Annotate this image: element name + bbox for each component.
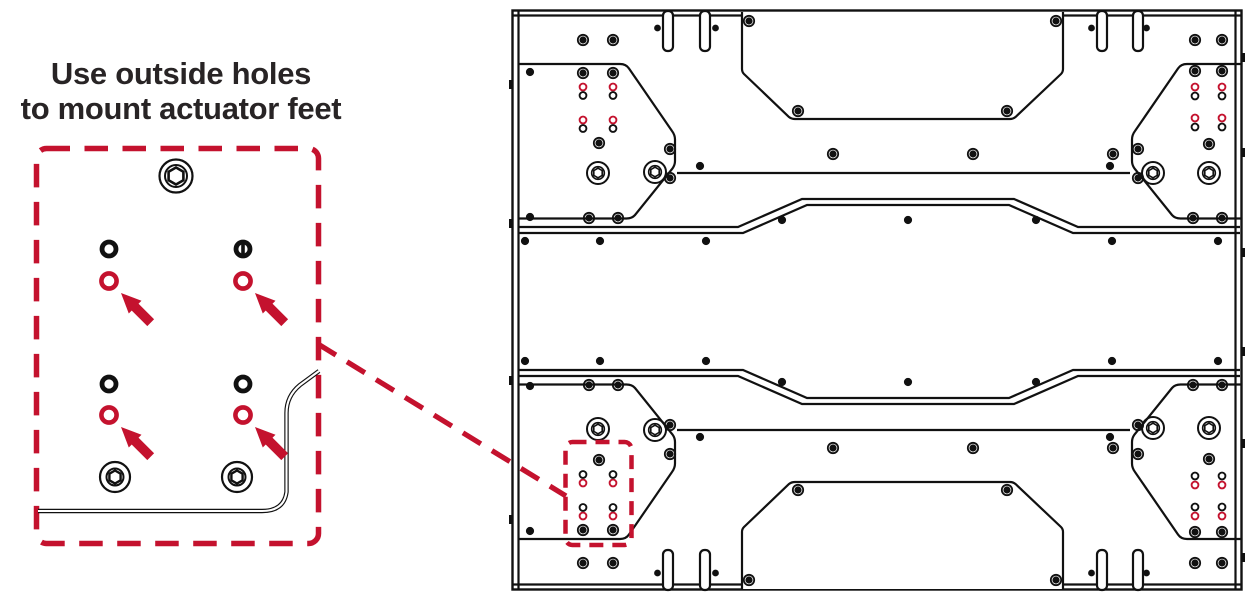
detail-callout xyxy=(33,145,322,547)
inner-hole-icon xyxy=(236,377,250,391)
cross-rails xyxy=(519,171,1240,432)
inner-hole-icon xyxy=(102,242,116,256)
pointer-arrow-icon xyxy=(114,420,158,464)
hex-screw-icon xyxy=(220,460,254,494)
outside-hole-icon xyxy=(101,273,116,288)
callout-heading: Use outside holes to mount actuator feet xyxy=(0,56,362,126)
outside-hole-icon xyxy=(101,407,116,422)
corner-bracket-bottom-left xyxy=(518,378,677,570)
main-drawing xyxy=(509,9,1245,592)
pointer-arrow-icon xyxy=(248,286,292,330)
inner-holes xyxy=(102,242,250,391)
fastener-rows xyxy=(520,67,1223,536)
corner-bracket-top-left xyxy=(518,33,677,225)
outside-hole-icon xyxy=(235,273,250,288)
leader-line xyxy=(316,341,568,499)
inner-hole-icon xyxy=(102,377,116,391)
corner-bracket-bottom-right xyxy=(1130,378,1242,570)
center-panel-top xyxy=(740,12,1065,121)
center-panel-bottom xyxy=(740,480,1065,589)
detail-region-box xyxy=(563,439,634,548)
outside-hole-icon xyxy=(235,407,250,422)
pointer-arrow-icon xyxy=(114,286,158,330)
corner-bracket-top-right xyxy=(1130,33,1242,225)
edge-slots xyxy=(654,9,1150,592)
callout-heading-line1: Use outside holes xyxy=(50,56,312,91)
hex-screw-icon xyxy=(98,460,132,494)
callout-border xyxy=(33,145,322,547)
plate-edge xyxy=(38,369,321,514)
hex-bolt-icon xyxy=(158,158,194,194)
pointer-arrows xyxy=(114,286,292,464)
screw-slot-mark xyxy=(241,243,245,255)
callout-heading-line2: to mount actuator feet xyxy=(20,91,342,126)
edge-tabs xyxy=(509,53,1245,562)
